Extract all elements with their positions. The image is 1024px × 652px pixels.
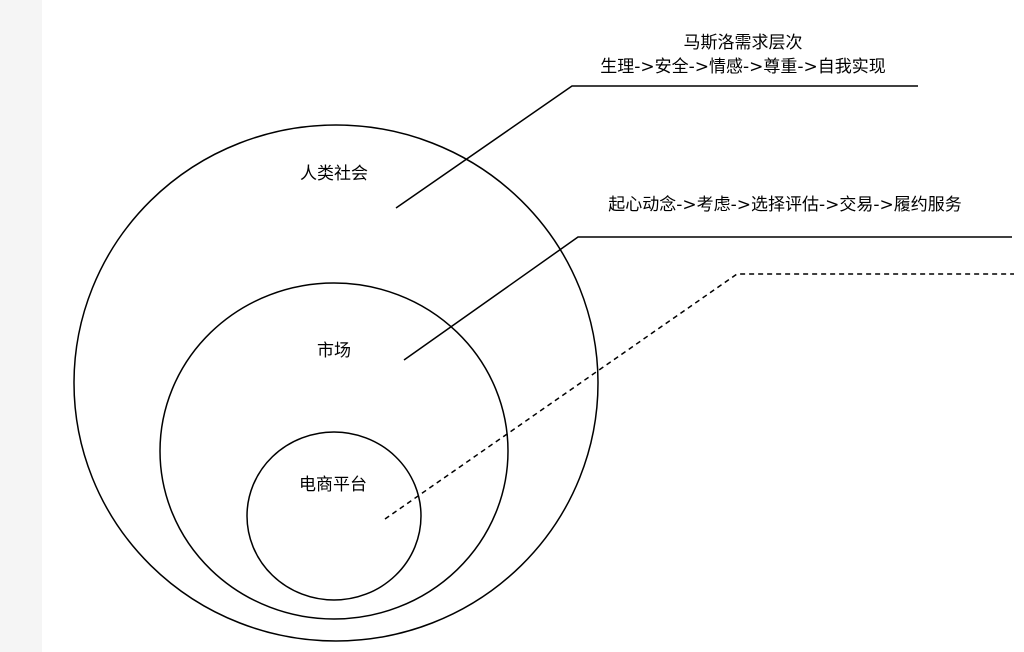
market-label: 市场 — [317, 341, 351, 361]
market-circle — [159, 282, 509, 620]
maslow-title: 马斯洛需求层次 — [684, 33, 803, 53]
platform-circle — [246, 431, 422, 601]
maslow-levels: 生理->安全->情感->尊重->自我实现 — [600, 57, 886, 77]
maslow-callout-line — [395, 85, 918, 209]
market-callout-line — [403, 236, 1012, 361]
platform-callout-line — [384, 273, 1014, 520]
left-margin — [0, 0, 42, 652]
society-circle — [73, 124, 599, 642]
platform-label: 电商平台 — [299, 475, 367, 495]
market-process: 起心动念->考虑->选择评估->交易->履约服务 — [608, 194, 962, 215]
society-label: 人类社会 — [300, 164, 368, 184]
